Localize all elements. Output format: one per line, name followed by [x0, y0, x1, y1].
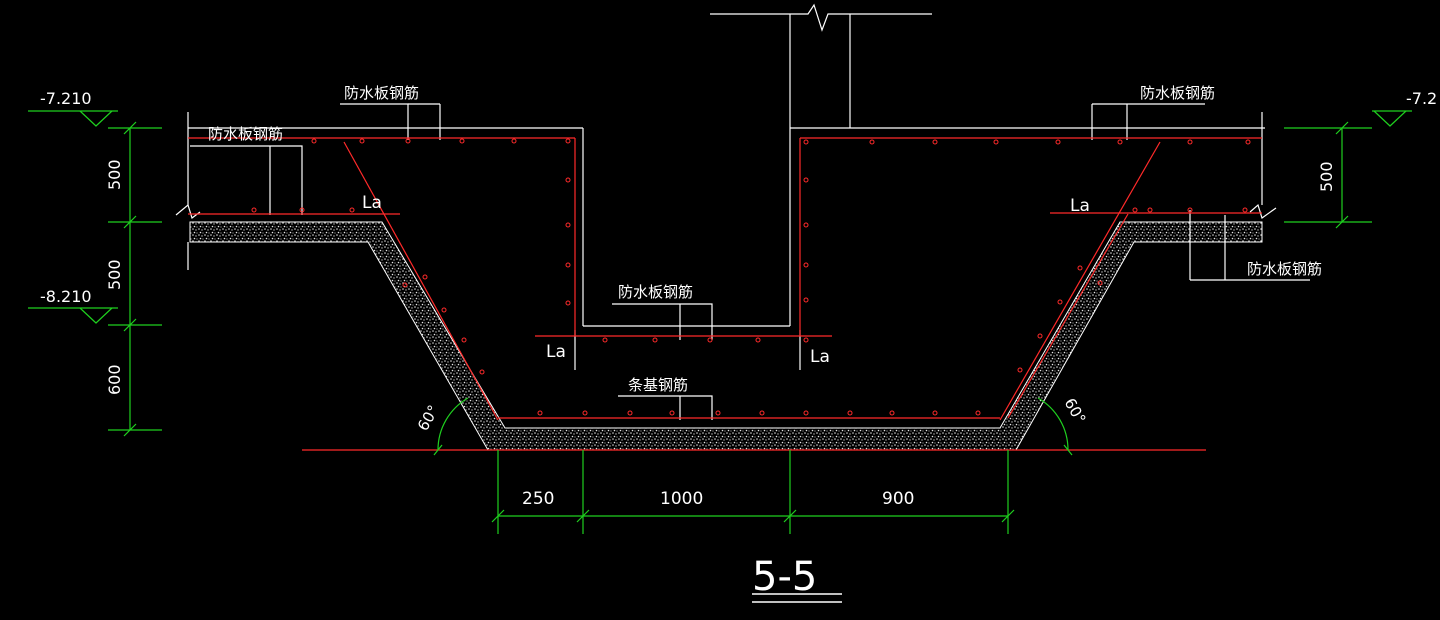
rebar-lines: [188, 137, 1262, 451]
dim-horizontal-1: 250: [522, 489, 554, 509]
concrete-cushion: [189, 221, 1263, 451]
label-waterproof-rebar-top-left: 防水板钢筋: [344, 84, 419, 102]
dim-horizontal-2: 1000: [660, 489, 703, 509]
text-labels: 防水板钢筋 防水板钢筋 防水板钢筋 防水板钢筋 防水板钢筋 条基钢筋 La La…: [40, 84, 1437, 600]
label-waterproof-rebar-left: 防水板钢筋: [208, 125, 283, 143]
elevation-top-left: -7.210: [40, 89, 92, 108]
elevation-lower-left: -8.210: [40, 287, 92, 306]
label-la-pit-left: La: [546, 342, 566, 362]
dim-vertical-3: 600: [105, 364, 124, 395]
label-strip-foundation-rebar: 条基钢筋: [628, 376, 688, 394]
angle-right: 60°: [1061, 395, 1090, 427]
section-title: 5-5: [752, 554, 817, 600]
angle-left: 60°: [414, 402, 443, 434]
label-la-left-slope: La: [362, 193, 382, 213]
label-waterproof-rebar-top-right: 防水板钢筋: [1140, 84, 1215, 102]
dim-vertical-right: 500: [1317, 161, 1336, 192]
dim-horizontal-3: 900: [882, 489, 914, 509]
dim-vertical-1: 500: [105, 159, 124, 190]
label-waterproof-rebar-right: 防水板钢筋: [1247, 260, 1322, 278]
structure-outline: [175, 3, 1310, 420]
elevation-top-right: -7.2: [1406, 89, 1437, 108]
label-la-pit-right: La: [810, 347, 830, 367]
dimension-lines: [28, 110, 1412, 534]
label-waterproof-rebar-pit: 防水板钢筋: [618, 283, 693, 301]
rebar-dots: [251, 138, 1251, 416]
label-la-right-slope: La: [1070, 196, 1090, 216]
dim-vertical-2: 500: [105, 259, 124, 290]
